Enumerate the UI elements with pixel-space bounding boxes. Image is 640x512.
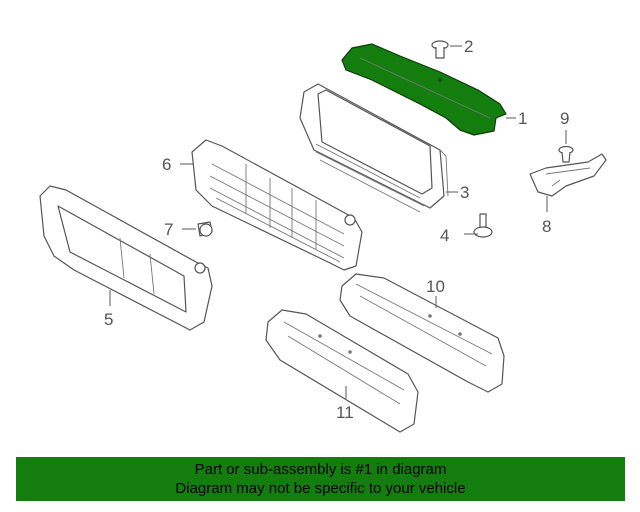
part-1-air-deflector[interactable]	[341, 43, 507, 136]
part-6-grille-shutter[interactable]	[191, 139, 363, 271]
callout-9: 9	[560, 109, 569, 128]
part-3-shutter-frame[interactable]	[299, 83, 449, 213]
callout-6: 6	[162, 155, 171, 174]
leader-lines	[109, 45, 567, 400]
part-10-bracket-beam[interactable]	[339, 273, 505, 393]
callout-4: 4	[440, 226, 449, 245]
parts-diagram: 1 2 3 4 5 6 7 8 9 10 11	[39, 37, 607, 433]
part-4-stud-bolt[interactable]	[473, 213, 493, 238]
callout-8: 8	[542, 217, 551, 236]
part-7-screw[interactable]	[197, 221, 213, 237]
info-banner: Part or sub-assembly is #1 in diagram Di…	[16, 457, 625, 501]
callout-10: 10	[426, 277, 445, 296]
part-9-push-pin[interactable]	[558, 145, 574, 163]
callout-5: 5	[104, 310, 113, 329]
callout-11: 11	[336, 403, 354, 422]
banner-line-1: Part or sub-assembly is #1 in diagram	[194, 461, 447, 478]
part-8-side-bracket[interactable]	[529, 153, 607, 197]
part-11-lower-beam[interactable]	[265, 309, 419, 433]
callout-7: 7	[164, 220, 173, 239]
callout-2: 2	[464, 37, 473, 56]
callout-3: 3	[460, 183, 469, 202]
banner-line-2: Diagram may not be specific to your vehi…	[175, 480, 466, 497]
part-5-lower-frame[interactable]	[39, 185, 213, 331]
callout-1: 1	[518, 109, 527, 128]
part-2-push-clip[interactable]	[431, 40, 449, 59]
